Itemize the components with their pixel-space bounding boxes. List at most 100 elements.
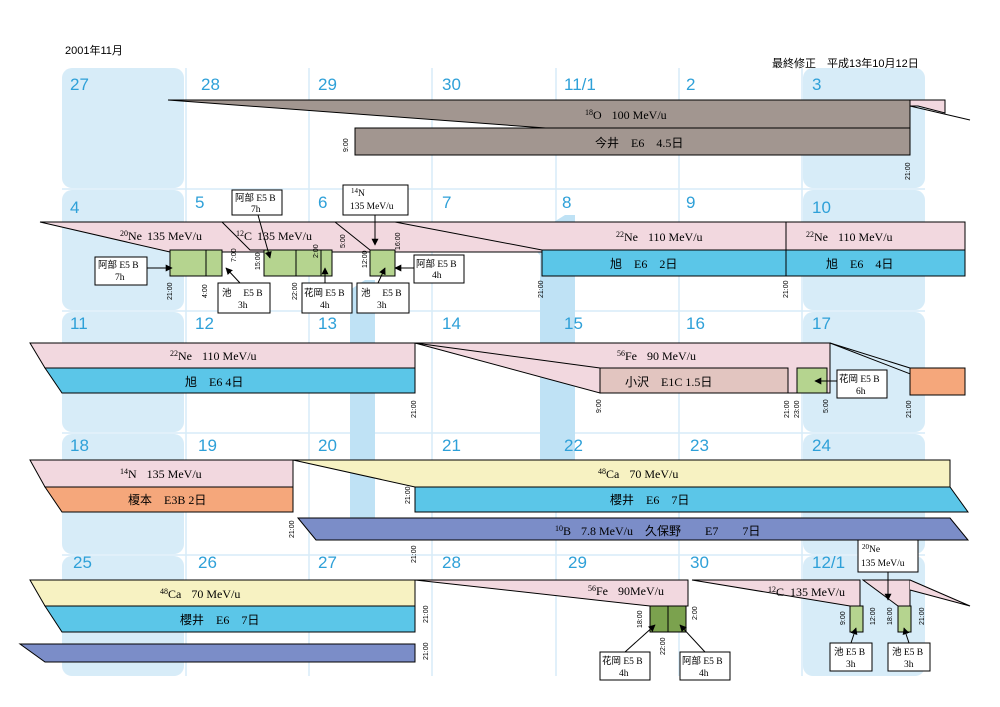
experiment-label: 櫻井 E6 7日: [180, 612, 259, 627]
day-number: 20: [318, 436, 337, 455]
callout-box: 花岡 E5 B 6h: [836, 369, 888, 399]
callout-text: 池 E5 B: [892, 646, 923, 658]
time-label: 21:00: [289, 520, 296, 538]
callout-text: 20Ne: [862, 543, 880, 555]
day-number: 16: [686, 314, 705, 333]
callout-box: 阿部 E5 B 4h: [679, 651, 731, 681]
time-label: 22:00: [660, 637, 667, 655]
callout-frame: [413, 254, 465, 284]
transition-line: [414, 342, 601, 369]
sunday-cell: [62, 190, 184, 310]
callout-frame: [679, 651, 731, 681]
week-1-beams: [167, 99, 971, 156]
transition-line: [394, 221, 543, 251]
day-number: 27: [70, 75, 89, 94]
time-label: 22:00: [292, 282, 299, 300]
day-number: 2: [686, 75, 695, 94]
callout-text: 池 E5 B: [834, 646, 865, 658]
callout-arrows: [147, 214, 414, 284]
callout-text: 4h: [432, 271, 442, 281]
callout-text: 花岡 E5 B: [602, 655, 643, 667]
experiment-label: 旭 E6 2日: [610, 257, 677, 271]
callout-text: 阿部 E5 B: [98, 259, 139, 271]
day-number: 8: [562, 193, 571, 212]
callout-box: 花岡 E5 B 4h: [301, 282, 353, 314]
callout-box: 14N 135 MeV/u: [342, 184, 409, 216]
time-label: 2:00: [692, 606, 699, 620]
time-label: 16:00: [395, 232, 402, 250]
time-label: 9:00: [343, 138, 350, 152]
callout-text: 135 MeV/u: [861, 559, 905, 569]
callout-text: 阿部 E5 B: [235, 192, 276, 204]
callout-text: 135 MeV/u: [350, 202, 394, 212]
day-number: 29: [568, 553, 587, 572]
transition-line: [909, 105, 971, 121]
day-number: 9: [686, 193, 695, 212]
day-number: 14: [442, 314, 461, 333]
beam-divider: [785, 221, 966, 277]
callout-frame: [342, 184, 409, 216]
day-number: 23: [690, 436, 709, 455]
week-2-times: 21:00 4:00 7:00 15:00 22:00 2:00 5:00 12…: [167, 232, 790, 300]
experiment-band: [44, 605, 416, 633]
callout-text: 4h: [619, 669, 629, 679]
callout-text: 阿部 E5 B: [682, 655, 723, 667]
callout-text: 14N: [351, 187, 365, 199]
time-label: 9:00: [596, 399, 603, 413]
day-number: 17: [812, 314, 831, 333]
callout-frame: [356, 282, 410, 314]
revision-date: 最終修正 平成13年10月12日: [772, 58, 919, 70]
day-number: 12: [195, 314, 214, 333]
time-label: 18:00: [637, 610, 644, 628]
time-label: 21:00: [538, 280, 545, 298]
arrow: [257, 214, 272, 259]
experiment-band: [541, 249, 966, 277]
day-number: 11/1: [564, 75, 596, 94]
arrow: [902, 627, 910, 644]
time-label: 18:00: [887, 607, 894, 625]
time-label: 21:00: [423, 605, 430, 623]
week-5-beams: [18, 579, 971, 663]
day-number: 18: [70, 436, 89, 455]
callout-text: 4h: [320, 301, 330, 311]
day-number: 25: [73, 553, 92, 572]
experiment-band: [414, 486, 969, 513]
day-number: 6: [318, 193, 327, 212]
callout-text: 6h: [856, 387, 866, 397]
callout-box: 阿部 E5 B 7h: [94, 256, 148, 286]
day-number: 4: [70, 198, 79, 217]
time-label: 21:00: [411, 400, 418, 418]
time-label: 21:00: [411, 545, 418, 563]
experiment-band: [354, 127, 911, 156]
week-3-times: 21:00 9:00 21:00 23:00 5:00 21:00: [411, 399, 913, 418]
day-number: 7: [442, 193, 451, 212]
beam-band: [414, 579, 689, 607]
week-3-beams: [29, 342, 966, 396]
week-2-beams: [39, 221, 966, 277]
time-label: 21:00: [919, 607, 926, 625]
slot-abe: [169, 249, 223, 277]
callout-text: 3h: [904, 660, 914, 670]
callout-box: 阿部 E5 B 7h: [231, 189, 283, 216]
callout-frame: [836, 369, 888, 399]
month-title: 2001年11月: [65, 45, 123, 57]
callout-box: 池 E5 B 3h: [887, 642, 931, 672]
time-label: 23:00: [794, 400, 801, 418]
time-label: 12:00: [870, 607, 877, 625]
arrow: [850, 627, 858, 644]
experiment-band: [909, 367, 966, 396]
callout-text: 7h: [115, 273, 125, 283]
experiment-band: [296, 517, 970, 541]
callout-arrows: [624, 572, 910, 653]
day-number: 27: [318, 553, 337, 572]
callout-frame: [887, 642, 931, 672]
slot-ike: [369, 249, 396, 277]
